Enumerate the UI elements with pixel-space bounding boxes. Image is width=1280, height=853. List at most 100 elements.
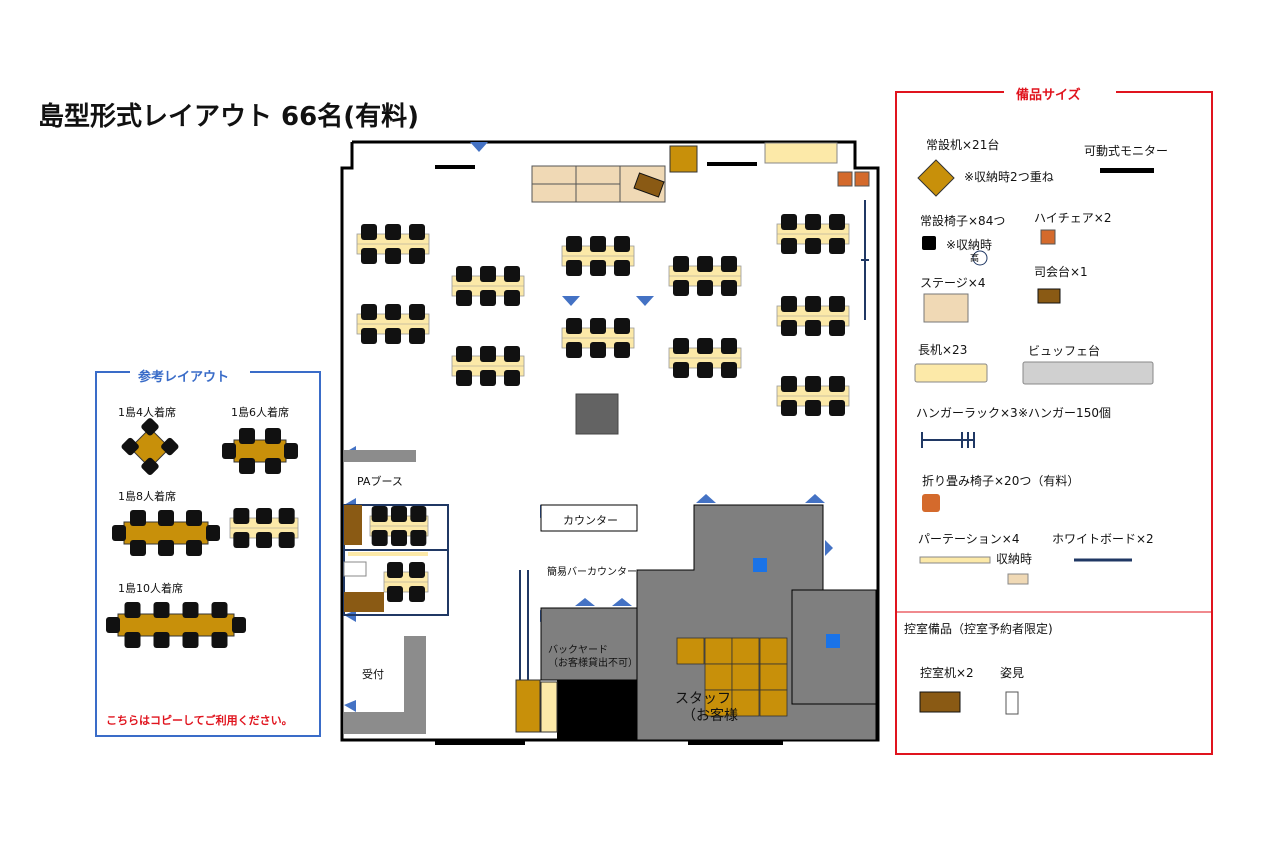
chair	[590, 318, 606, 334]
chair	[233, 508, 250, 524]
ref-island	[222, 428, 298, 474]
chair	[391, 530, 407, 546]
pillar	[575, 393, 619, 435]
chair	[829, 400, 845, 416]
counter-label: カウンター	[563, 514, 618, 527]
chair	[385, 224, 401, 240]
monitor-label: 可動式モニター	[1084, 144, 1169, 158]
pa-booth-label: PAブース	[357, 475, 403, 488]
chair	[614, 342, 630, 358]
chair	[721, 338, 737, 354]
chair	[829, 320, 845, 336]
chair	[590, 342, 606, 358]
chair	[278, 508, 295, 524]
stacked-desk	[731, 689, 760, 717]
chair	[566, 342, 582, 358]
island10-label: 1島10人着席	[118, 582, 183, 595]
chair	[504, 266, 520, 282]
stacked-desk	[704, 637, 733, 665]
island-tables	[356, 214, 850, 602]
reference-title: 参考レイアウト	[138, 370, 230, 385]
chair	[456, 346, 472, 362]
ref-island	[112, 510, 220, 556]
chair	[361, 328, 377, 344]
chair	[805, 376, 821, 392]
chair	[385, 328, 401, 344]
equipment-title: 備品サイズ	[1016, 88, 1081, 103]
stacked-desk	[759, 689, 788, 717]
stacked-desk	[759, 663, 788, 691]
chair	[256, 508, 272, 524]
chair	[721, 280, 737, 296]
island-table	[668, 256, 742, 296]
chair	[409, 328, 425, 344]
chair	[781, 376, 797, 392]
chair	[829, 376, 845, 392]
chair	[409, 248, 425, 264]
island8-label: 1島8人着席	[118, 490, 176, 503]
chair	[456, 370, 472, 386]
chair	[721, 362, 737, 378]
chair	[371, 506, 388, 522]
island-table	[356, 304, 430, 344]
island-table	[451, 346, 525, 386]
island-table	[668, 338, 742, 378]
chair	[504, 290, 520, 306]
staff-label: スタッフ	[675, 691, 731, 707]
chair	[566, 318, 582, 334]
chair	[409, 224, 425, 240]
stage-top	[531, 165, 666, 203]
bar-counter-label: 簡易バーカウンター	[547, 567, 637, 578]
chair	[673, 256, 689, 272]
fixed-desk-note: ※収納時2つ重ね	[964, 170, 1054, 184]
chair	[805, 214, 821, 230]
greenroom	[343, 504, 449, 616]
chair	[805, 400, 821, 416]
restroom-icon	[826, 634, 840, 648]
backyard-note: （お客様貸出不可）	[548, 658, 638, 669]
chair	[361, 304, 377, 320]
island-table	[776, 376, 850, 416]
long-desk-label: 長机×23	[918, 343, 968, 357]
chair	[409, 304, 425, 320]
chair	[805, 296, 821, 312]
chair	[371, 530, 388, 546]
chair	[278, 532, 295, 548]
stacked-desks	[676, 637, 788, 717]
restroom-icon	[753, 558, 767, 572]
chair	[781, 214, 797, 230]
chair	[504, 346, 520, 362]
ref-island	[106, 602, 246, 648]
reference-frame	[95, 371, 321, 737]
podium-label: 司会台×1	[1034, 265, 1088, 279]
island-table	[451, 266, 525, 306]
chair	[614, 236, 630, 252]
chair	[387, 562, 403, 578]
chair	[391, 506, 407, 522]
chair	[697, 280, 713, 296]
chair	[614, 318, 630, 334]
hanger-label: ハンガーラック×3	[916, 406, 1018, 420]
island-table	[383, 562, 429, 602]
stacked-desk	[704, 663, 733, 691]
chair	[829, 214, 845, 230]
chair	[673, 362, 689, 378]
island6-label: 1島6人着席	[231, 406, 289, 419]
chair	[566, 260, 582, 276]
high-chair-label: ハイチェア×2	[1034, 211, 1112, 225]
chair	[614, 260, 630, 276]
chair	[361, 224, 377, 240]
chair	[673, 280, 689, 296]
fixed-desk-label: 常設机×21台	[926, 138, 1000, 152]
greenroom-title: 控室備品（控室予約者限定)	[904, 622, 1053, 636]
stacked-desk	[731, 637, 760, 665]
chair	[781, 238, 797, 254]
chair	[566, 236, 582, 252]
reception-label: 受付	[362, 668, 384, 681]
chair	[385, 248, 401, 264]
walls	[340, 140, 880, 742]
chair	[590, 260, 606, 276]
reference-islands	[106, 418, 299, 648]
chair	[781, 320, 797, 336]
